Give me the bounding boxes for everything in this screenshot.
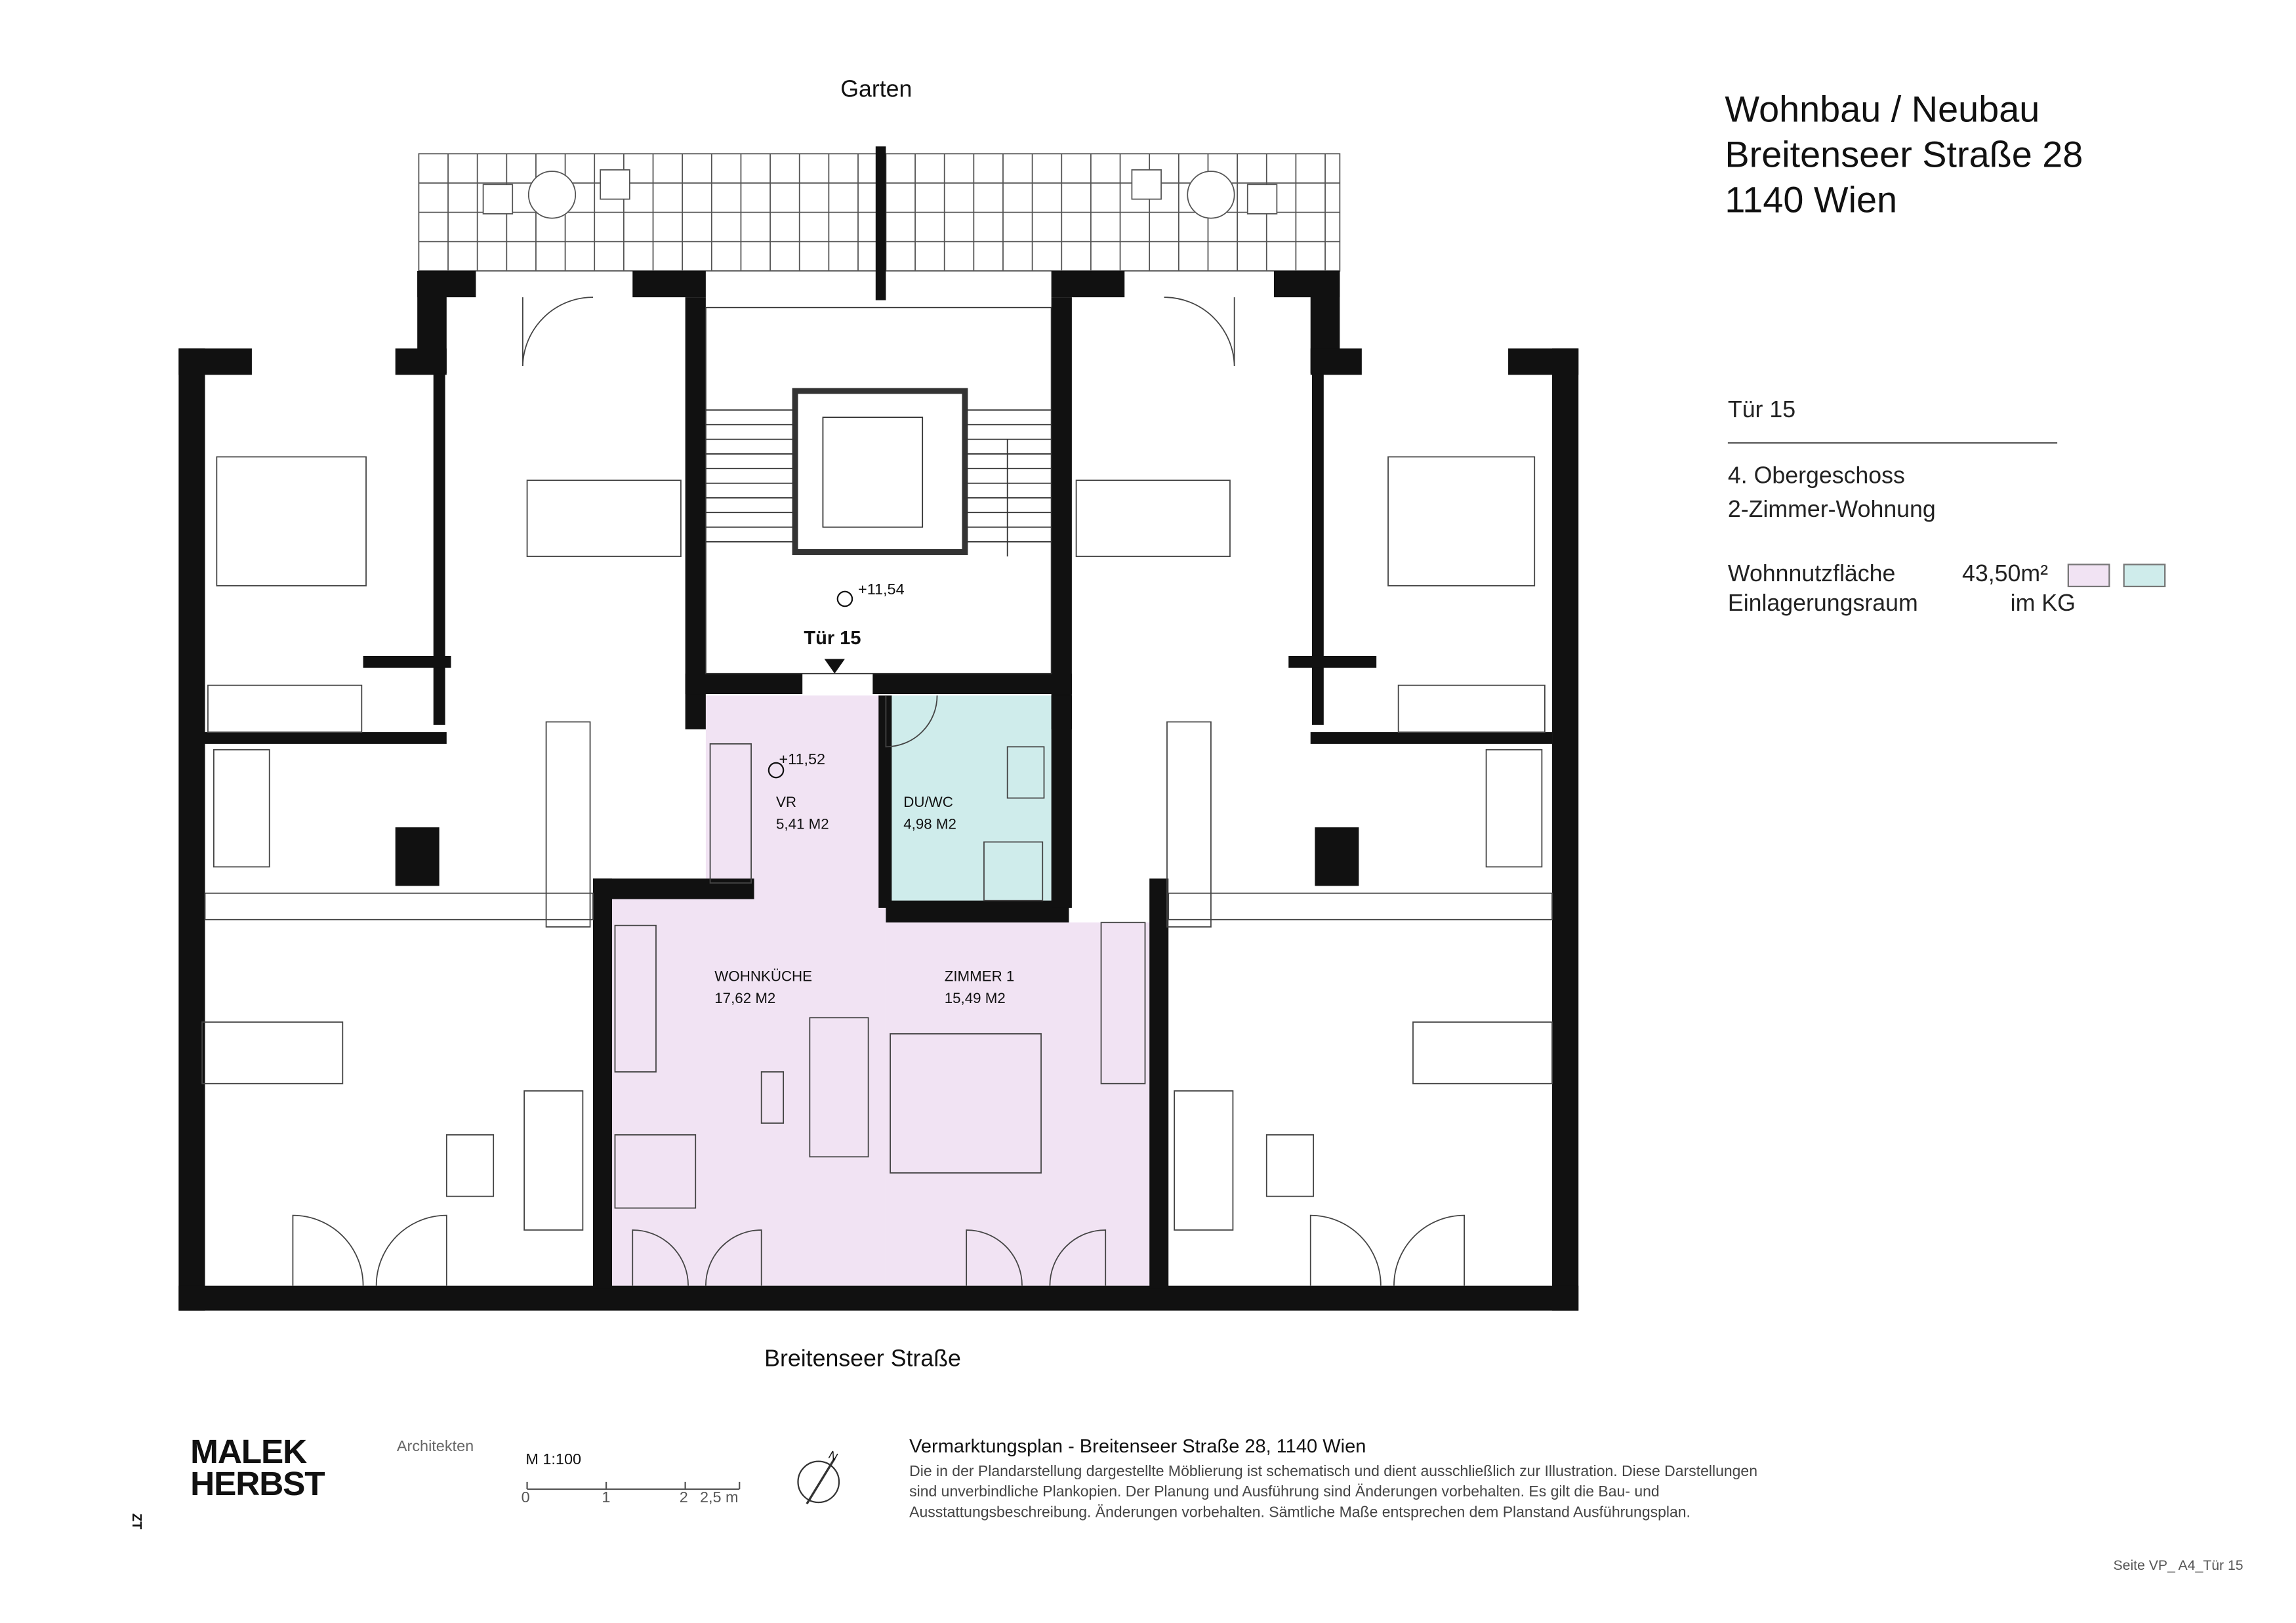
unit-type: 2-Zimmer-Wohnung: [1727, 497, 1936, 523]
architects-label: Architekten: [396, 1437, 474, 1456]
level-marker-icon: [768, 590, 853, 779]
room-area: 15,49 M2: [944, 991, 1006, 1008]
title-line: 1140 Wien: [1725, 180, 1898, 222]
doors: [292, 297, 1465, 1286]
legend-swatch-living: [2067, 564, 2110, 588]
area-value: 43,50m²: [1962, 562, 2049, 588]
unit-door: Tür 15: [1727, 398, 1796, 424]
south-label-street: Breitenseer Straße: [764, 1347, 961, 1372]
entry-label: Tür 15: [804, 627, 861, 649]
room-name: VR: [776, 795, 797, 812]
legend-swatch-wet: [2123, 564, 2166, 588]
terraces: [418, 153, 1341, 272]
room-wohnkueche-fill: [612, 896, 886, 1286]
architect-logo: MALEK HERBST: [190, 1431, 325, 1503]
room-area: 5,41 M2: [776, 817, 829, 834]
walls: [178, 146, 1579, 1311]
scale-tick: 2: [679, 1489, 688, 1507]
furniture: [201, 456, 1553, 1231]
footer-disclaimer: Die in der Plandarstellung dargestellte …: [909, 1464, 1758, 1522]
room-area: 4,98 M2: [903, 817, 956, 834]
north-label-garten: Garten: [840, 77, 912, 103]
scale-bar: [526, 1481, 741, 1490]
area-label: Wohnnutzfläche: [1727, 562, 1896, 588]
unit-floor: 4. Obergeschoss: [1727, 464, 1905, 489]
title-line: Wohnbau / Neubau: [1725, 89, 2040, 131]
page-number: Seite VP_ A4_Tür 15: [2113, 1557, 2244, 1574]
scale-tick: 1: [602, 1489, 611, 1507]
stairwell: [705, 306, 1052, 674]
project-title: Wohnbau / Neubau Breitenseer Straße 28 1…: [1725, 88, 2083, 224]
room-area: 17,62 M2: [714, 991, 776, 1008]
room-name: ZIMMER 1: [944, 969, 1015, 986]
logo-line: HERBST: [190, 1464, 325, 1503]
scale-label: M 1:100: [525, 1451, 582, 1469]
compass-icon: [797, 1458, 840, 1505]
storage-label: Einlagerungsraum: [1727, 591, 1918, 617]
room-name: DU/WC: [903, 795, 953, 812]
title-line: Breitenseer Straße 28: [1725, 134, 2083, 176]
scale-tick: 2,5 m: [699, 1489, 739, 1507]
room-name: WOHNKÜCHE: [714, 969, 813, 986]
logo-line: MALEK: [190, 1431, 307, 1471]
storage-value: im KG: [2010, 591, 2076, 617]
room-zimmer-fill: [886, 922, 1150, 1286]
footer-heading: Vermarktungsplan - Breitenseer Straße 28…: [909, 1435, 1366, 1457]
scale-tick: 0: [521, 1489, 530, 1507]
divider: [1727, 442, 2058, 444]
room-duwc-fill: [886, 695, 1052, 908]
level-label: +11,54: [858, 581, 905, 599]
logo-zt: ZT: [129, 1513, 144, 1530]
level-label: +11,52: [779, 751, 826, 769]
entry-triangle-icon: [824, 659, 845, 674]
